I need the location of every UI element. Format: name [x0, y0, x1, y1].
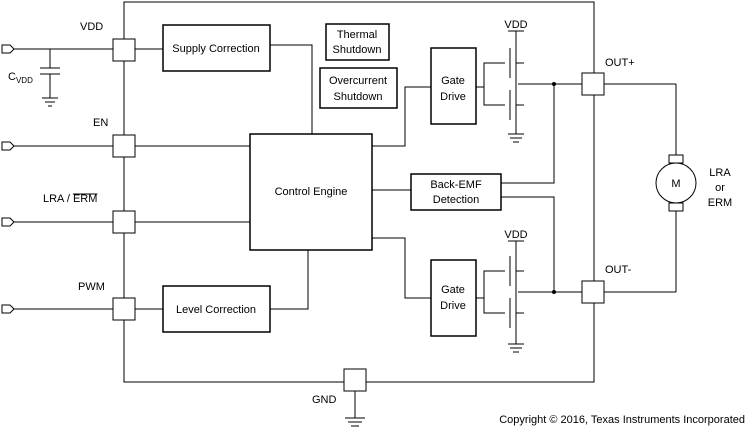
- vdd-rail-top-label: VDD: [504, 19, 527, 31]
- thermal-label-2: Shutdown: [333, 44, 382, 56]
- lra-erm-label-b: ERM: [73, 193, 97, 205]
- overcurrent-label-2: Shutdown: [334, 91, 383, 103]
- gnd-pin: [343, 368, 367, 392]
- supply-correction-block: [162, 24, 271, 72]
- back-emf-label-1: Back-EMF: [430, 179, 482, 191]
- out-plus-label: OUT+: [605, 57, 635, 69]
- motor-symbol-label: M: [671, 178, 680, 190]
- cap-label-subscript: VDD: [16, 76, 33, 85]
- junction-top: [552, 82, 556, 86]
- supply-correction-label: Supply Correction: [172, 43, 259, 55]
- thermal-shutdown-block: [325, 23, 390, 61]
- pwm-pin: [112, 297, 136, 321]
- out-minus-label: OUT-: [605, 264, 632, 276]
- lra-erm-pin: [112, 210, 136, 234]
- gate-drive-top-label-2: Drive: [440, 91, 466, 103]
- overcurrent-label-1: Overcurrent: [329, 75, 387, 87]
- vdd-capacitor: [40, 49, 60, 107]
- vdd-pin: [112, 38, 136, 62]
- cap-label-main: C: [8, 71, 16, 83]
- motor-label-or: or: [715, 182, 725, 194]
- vdd-rail-bottom-label: VDD: [504, 229, 527, 241]
- gnd-pin-label: GND: [312, 394, 337, 406]
- pwm-pin-label: PWM: [78, 281, 105, 293]
- internal-wiring: [135, 44, 677, 427]
- gate-drive-top-label-1: Gate: [441, 75, 465, 87]
- gate-drive-bottom-label-2: Drive: [440, 300, 466, 312]
- control-engine-block: [249, 133, 373, 251]
- lra-erm-pin-connector: [1, 217, 113, 227]
- motor-label-erm: ERM: [708, 197, 732, 209]
- junction-bottom: [552, 290, 556, 294]
- back-emf-detection-block: [410, 173, 502, 211]
- level-correction-block: [162, 285, 271, 333]
- motor-bottom-terminal: [668, 202, 684, 212]
- bottom-mosfet-pair: [476, 240, 524, 353]
- gate-drive-top-block: [430, 47, 477, 125]
- control-engine-label: Control Engine: [275, 186, 348, 198]
- en-pin: [112, 134, 136, 158]
- lra-erm-label-a: LRA /: [43, 193, 73, 205]
- cap-label: CVDD: [8, 71, 33, 85]
- out-minus-pin: [581, 280, 605, 304]
- motor-top-terminal: [668, 154, 684, 164]
- level-correction-label: Level Correction: [176, 304, 256, 316]
- back-emf-label-2: Detection: [433, 194, 479, 206]
- top-mosfet-pair: [476, 30, 524, 143]
- pwm-pin-connector: [1, 304, 113, 314]
- gate-drive-bottom-block: [430, 259, 477, 337]
- out-plus-pin: [581, 72, 605, 96]
- en-pin-label: EN: [93, 117, 108, 129]
- overcurrent-shutdown-block: [319, 67, 398, 109]
- thermal-label-1: Thermal: [337, 29, 377, 41]
- copyright-text: Copyright © 2016, Texas Instruments Inco…: [499, 414, 745, 426]
- vdd-pin-label: VDD: [80, 21, 103, 33]
- en-pin-connector: [1, 141, 113, 151]
- vdd-pin-connector: [1, 44, 113, 54]
- motor-label-lra: LRA: [709, 167, 731, 179]
- lra-erm-pin-label: LRA / ERM: [43, 193, 97, 205]
- gate-drive-bottom-label-1: Gate: [441, 284, 465, 296]
